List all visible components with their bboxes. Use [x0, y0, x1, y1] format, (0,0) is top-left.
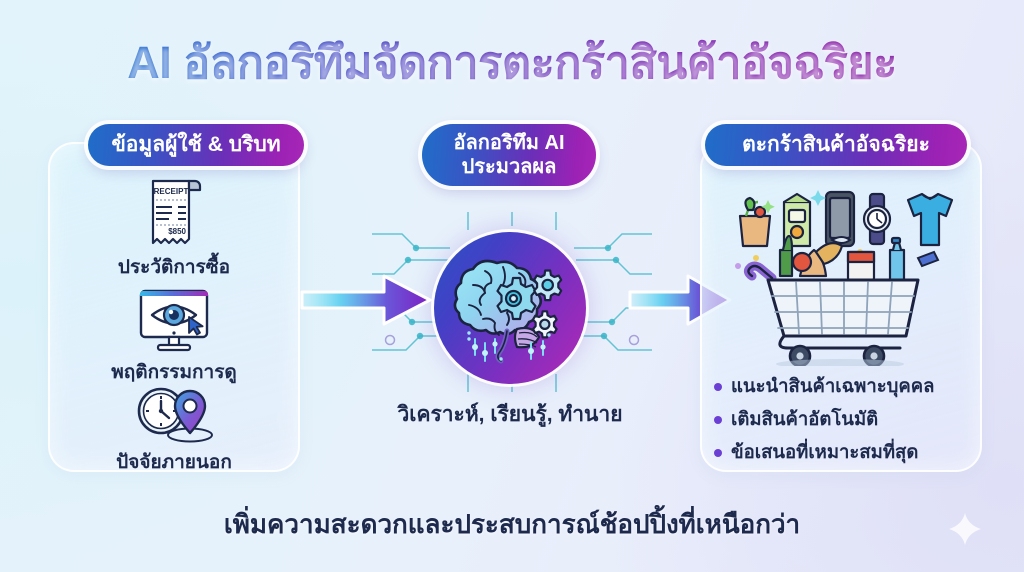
center-panel-header: อัลกอริทึม AI ประมวลผล: [422, 124, 596, 186]
bullet-label: ข้อเสนอที่เหมาะสมที่สุด: [731, 441, 919, 462]
right-panel-header-label: ตะกร้าสินค้าอัจฉริยะ: [742, 133, 930, 157]
bullet-label: แนะนำสินค้าเฉพาะบุคคล: [731, 375, 935, 396]
left-item-label: พฤติกรรมการดู: [111, 362, 237, 383]
monitor-eye-icon: [131, 281, 217, 355]
bullet-label: เติมสินค้าอัตโนมัติ: [731, 408, 879, 429]
list-item: ข้อเสนอที่เหมาะสมที่สุด: [714, 438, 976, 467]
list-item: เติมสินค้าอัตโนมัติ: [714, 405, 976, 434]
bullet-dot-icon: [714, 415, 722, 424]
left-item-external-factors: ปัจจัยภายนอก: [48, 383, 300, 477]
page-title: AI อัลกอริทึมจัดการตะกร้าสินค้าอัจฉริยะ: [0, 26, 1024, 98]
left-item-label: ปัจจัยภายนอก: [116, 452, 232, 473]
bullet-dot-icon: [714, 448, 722, 457]
brain-gears-icon: [453, 259, 563, 364]
clock-location-pin-icon: [128, 383, 220, 445]
receipt-icon: RECEIPT $850: [143, 176, 205, 250]
sparkle-icon: [949, 513, 981, 545]
left-item-label: ประวัติการซื้อ: [117, 257, 231, 278]
left-item-purchase-history: RECEIPT $850 ประวัติการซื้อ: [48, 176, 300, 282]
right-panel-header: ตะกร้าสินค้าอัจฉริยะ: [705, 124, 967, 166]
left-panel-header: ข้อมูลผู้ใช้ & บริบท: [88, 124, 304, 166]
left-item-browsing-behavior: พฤติกรรมการดู: [48, 281, 300, 387]
center-caption: วิเคราะห์, เรียนรู้, ทำนาย: [397, 403, 623, 426]
arrow-input-to-ai: [300, 274, 432, 326]
circuit-traces-decoration: [372, 212, 652, 392]
ai-brain-circle: [434, 232, 586, 384]
bottom-caption: เพิ่มความสะดวกและประสบการณ์ช้อปปิ้งที่เห…: [223, 509, 801, 539]
shopping-cart-icon: [735, 190, 954, 366]
bullet-dot-icon: [714, 382, 722, 391]
left-panel-header-label: ข้อมูลผู้ใช้ & บริบท: [111, 133, 281, 157]
list-item: แนะนำสินค้าเฉพาะบุคคล: [714, 372, 976, 401]
center-header-line1: อัลกอริทึม AI: [453, 132, 565, 155]
receipt-total-text: $850: [168, 227, 186, 236]
center-header-line2: ประมวลผล: [461, 155, 557, 178]
right-panel-bullet-list: แนะนำสินค้าเฉพาะบุคคล เติมสินค้าอัตโนมัต…: [714, 372, 976, 471]
receipt-header-text: RECEIPT: [154, 187, 189, 196]
